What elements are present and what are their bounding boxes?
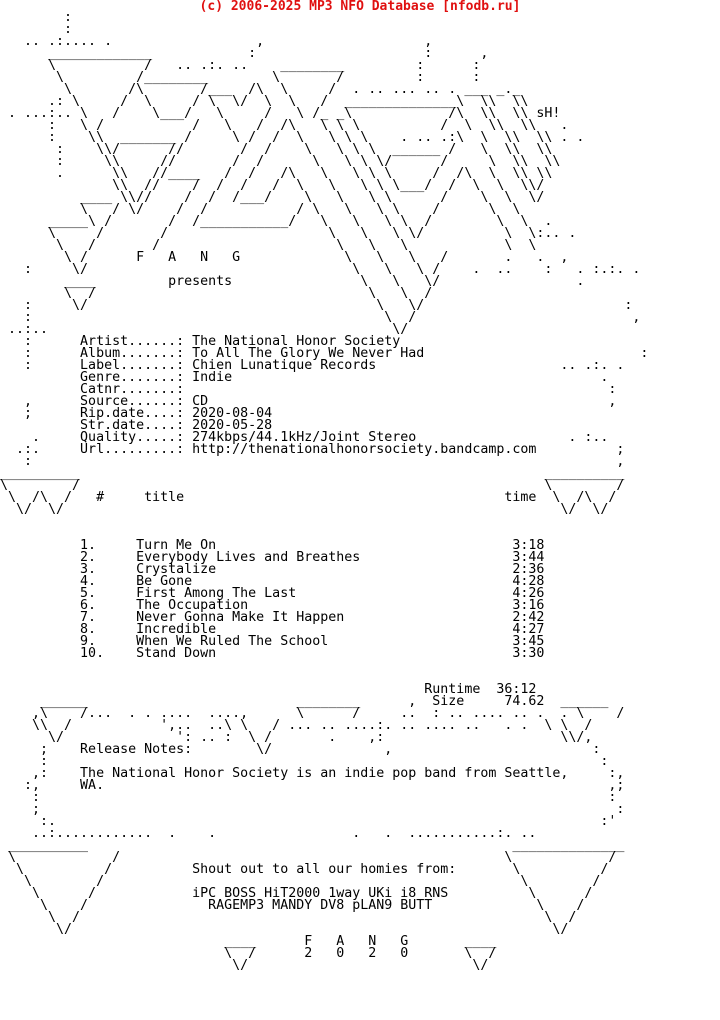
- nfo-ascii-text: : : .. .:.... . , , _____________ : : , …: [0, 10, 649, 973]
- nfodb-copyright-header: (c) 2006-2025 MP3 NFO Database [nfodb.ru…: [199, 0, 521, 14]
